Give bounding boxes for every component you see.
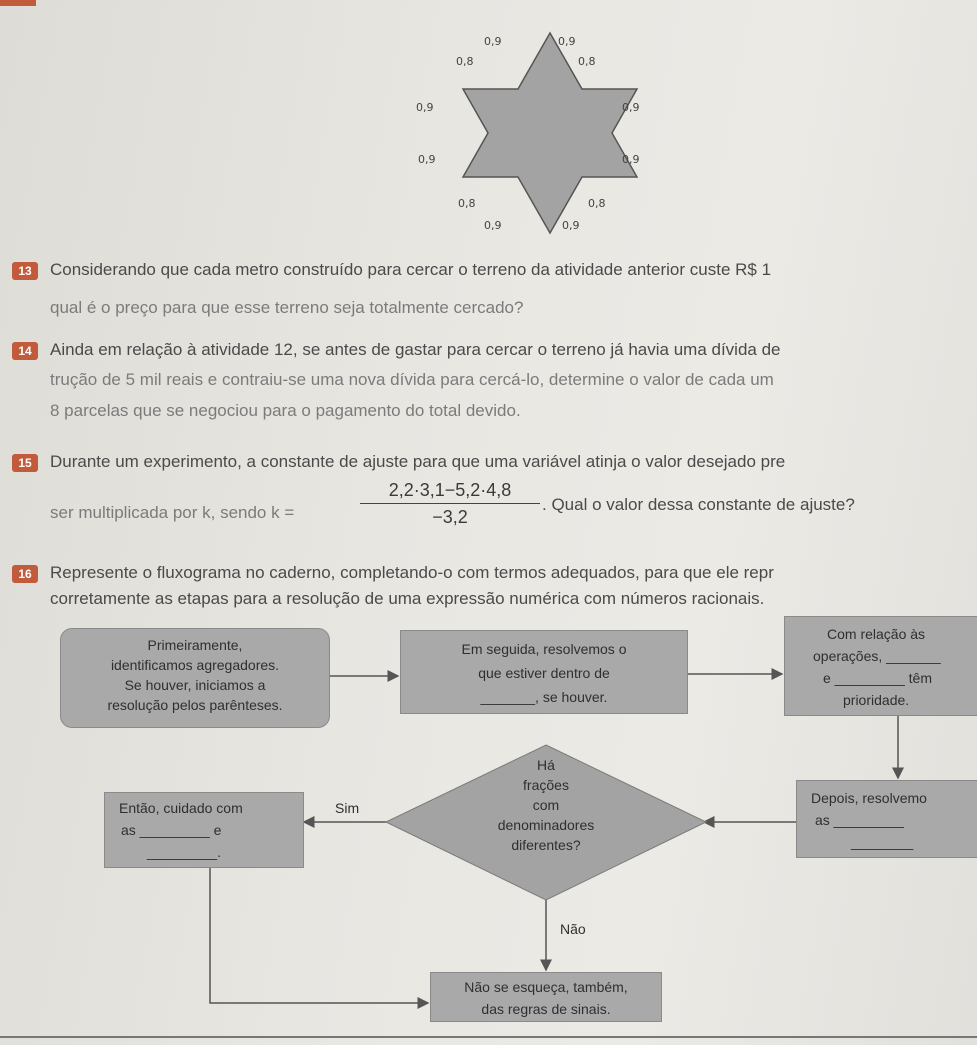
star-label-6: 0,9 <box>622 101 640 114</box>
fraction-numerator: 2,2·3,1−5,2·4,8 <box>360 480 540 504</box>
flow-box-careful-with: Então, cuidado com as _________ e ______… <box>104 792 304 868</box>
bottom-rule <box>0 1036 977 1038</box>
label-no: Não <box>560 921 586 937</box>
question-14-line-2: trução de 5 mil reais e contraiu-se uma … <box>50 370 774 389</box>
decision-diamond-text: Há frações com denominadores diferentes? <box>456 755 636 855</box>
flow-box3-line-1: Com relação às <box>827 626 926 642</box>
question-15-number: 15 <box>12 454 38 472</box>
question-14-line-1: Ainda em relação à atividade 12, se ante… <box>50 340 781 359</box>
question-13-number: 13 <box>12 262 38 280</box>
label-yes: Sim <box>335 800 360 816</box>
diamond-line-4: denominadores <box>497 817 595 833</box>
flow-box-priority-operations: Com relação às operações, _______ e ____… <box>784 616 977 716</box>
flow-box4-line-2: as _________ <box>815 812 904 828</box>
diamond-line-5: diferentes? <box>511 837 581 853</box>
flow-box4-line-3: ________ <box>851 834 914 850</box>
star-label-5: 0,9 <box>416 101 434 114</box>
flow-box3-line-2: operações, _______ <box>813 648 941 664</box>
diamond-line-2: frações <box>523 777 569 793</box>
arrow-box5-to-box6 <box>209 868 430 1009</box>
flow-box-sign-rules: Não se esqueça, também, das regras de si… <box>430 972 662 1022</box>
question-15-line-2-end: . Qual o valor dessa constante de ajuste… <box>542 495 855 514</box>
flow-box2-line-1: Em seguida, resolvemos o <box>461 641 627 657</box>
question-16-number: 16 <box>12 565 38 583</box>
question-15-line-2-start: ser multiplicada por k, sendo k = <box>50 503 295 522</box>
fraction-denominator: −3,2 <box>432 507 468 527</box>
flow-box-identify-groupers: Primeiramente, identificamos agregadores… <box>60 628 330 728</box>
question-13-line-2: qual é o preço para que esse terreno sej… <box>50 298 524 317</box>
question-16-line-2: corretamente as etapas para a resolução … <box>50 589 765 608</box>
star-label-9: 0,8 <box>458 197 476 210</box>
question-15-line-1: Durante um experimento, a constante de a… <box>50 452 786 471</box>
decision-diamond <box>384 744 708 901</box>
star-label-4: 0,8 <box>578 55 596 68</box>
flow-box3-line-4: prioridade. <box>843 692 910 708</box>
flow-box3-line-3: e _________ têm <box>823 670 932 686</box>
flow-box5-line-2: as _________ e <box>121 822 222 838</box>
question-14-line-3: 8 parcelas que se negociou para o pagame… <box>50 401 521 420</box>
flow-box6-line-2: das regras de sinais. <box>481 1001 611 1017</box>
star-label-7: 0,9 <box>418 153 436 166</box>
star-figure: 0,9 0,9 0,8 0,8 0,9 0,9 0,9 0,9 0,8 0,8 … <box>416 31 640 235</box>
fraction: 2,2·3,1−5,2·4,8 −3,2 <box>360 480 540 528</box>
diamond-line-3: com <box>532 797 560 813</box>
star-shape <box>461 31 639 235</box>
corner-mark <box>0 0 36 6</box>
star-label-3: 0,8 <box>456 55 474 68</box>
flow-box-resolve-inside: Em seguida, resolvemos o que estiver den… <box>400 630 688 714</box>
diamond-line-1: Há <box>537 757 555 773</box>
flow-box2-line-3: _______, se houver. <box>480 689 608 705</box>
question-14-number: 14 <box>12 342 38 360</box>
flow-box1-line-4: resolução pelos parênteses. <box>107 697 283 713</box>
question-13-line-1: Considerando que cada metro construído p… <box>50 260 772 279</box>
flow-box6-line-1: Não se esqueça, também, <box>464 979 628 995</box>
flow-box-then-resolve: Depois, resolvemo as _________ ________ <box>796 780 977 858</box>
question-16-line-1: Represente o fluxograma no caderno, comp… <box>50 563 774 582</box>
star-label-8: 0,9 <box>622 153 640 166</box>
star-label-11: 0,9 <box>484 219 502 232</box>
flow-box5-line-1: Então, cuidado com <box>119 800 243 816</box>
star-label-2: 0,9 <box>558 35 576 48</box>
flow-box4-line-1: Depois, resolvemo <box>811 790 927 806</box>
star-label-1: 0,9 <box>484 35 502 48</box>
flow-box2-line-2: que estiver dentro de <box>478 665 610 681</box>
flow-box1-line-1: Primeiramente, <box>147 637 243 653</box>
flow-box1-line-3: Se houver, iniciamos a <box>124 677 266 693</box>
star-label-12: 0,9 <box>562 219 580 232</box>
flow-box5-line-3: _________. <box>147 844 221 860</box>
star-label-10: 0,8 <box>588 197 606 210</box>
flow-box1-line-2: identificamos agregadores. <box>110 657 280 673</box>
